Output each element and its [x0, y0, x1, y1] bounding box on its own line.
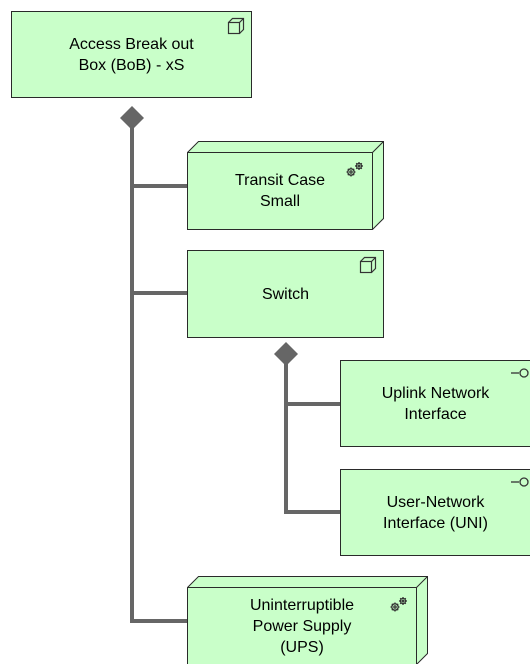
node-user-network-interface[interactable]: User-Network Interface (UNI) [340, 469, 530, 556]
connector-switch-trunk [284, 364, 340, 514]
node-switch[interactable]: Switch [187, 250, 384, 338]
interface-icon [511, 477, 529, 487]
node-label: Access Break out Box (BoB) - xS [69, 35, 194, 74]
node-3d-shape [187, 141, 384, 230]
connector-bob-trunk [130, 124, 187, 623]
node-3d-shape [187, 576, 428, 664]
node-label: Switch [261, 285, 310, 303]
gears-icon [346, 162, 363, 177]
interface-icon [511, 368, 529, 378]
composition-diamond-switch [274, 342, 298, 366]
node-access-break-out-box[interactable]: Access Break out Box (BoB) - xS [11, 11, 252, 98]
composition-diamond-bob [120, 106, 144, 130]
node-transit-case-small[interactable]: Transit Case Small [187, 141, 385, 231]
node-icon [227, 17, 245, 35]
node-label: Uplink Network Interface [381, 384, 490, 423]
node-uplink-network-interface[interactable]: Uplink Network Interface [340, 360, 530, 447]
node-label: Transit Case Small [234, 172, 326, 210]
node-uninterruptible-power-supply[interactable]: Uninterruptible Power Supply (UPS) [187, 576, 428, 664]
node-label: Uninterruptible Power Supply (UPS) [249, 596, 355, 656]
gears-icon [390, 597, 407, 612]
node-icon [359, 256, 377, 274]
node-label: User-Network Interface (UNI) [383, 493, 488, 532]
